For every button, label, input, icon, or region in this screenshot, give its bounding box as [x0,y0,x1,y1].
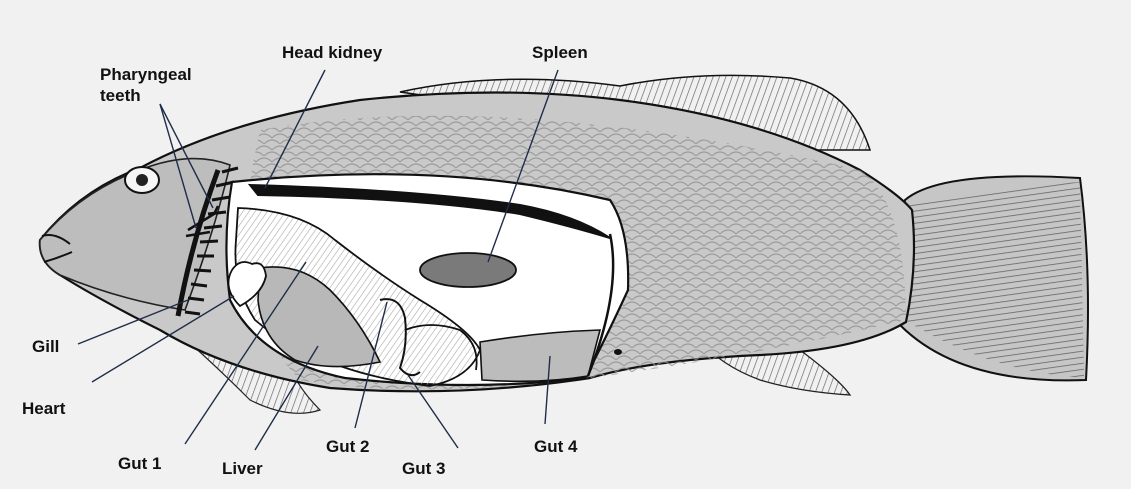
label-pharyngeal-line2: teeth [100,85,192,106]
label-gut-4: Gut 4 [534,436,577,457]
label-pharyngeal-teeth: Pharyngeal teeth [100,64,192,106]
label-pharyngeal-line1: Pharyngeal [100,64,192,85]
label-gut-1: Gut 1 [118,453,161,474]
label-heart: Heart [22,398,65,419]
label-gut-3: Gut 3 [402,458,445,479]
label-gut-2: Gut 2 [326,436,369,457]
label-liver: Liver [222,458,263,479]
label-gill: Gill [32,336,59,357]
spleen [420,253,516,287]
label-spleen: Spleen [532,42,588,63]
label-head-kidney: Head kidney [282,42,382,63]
